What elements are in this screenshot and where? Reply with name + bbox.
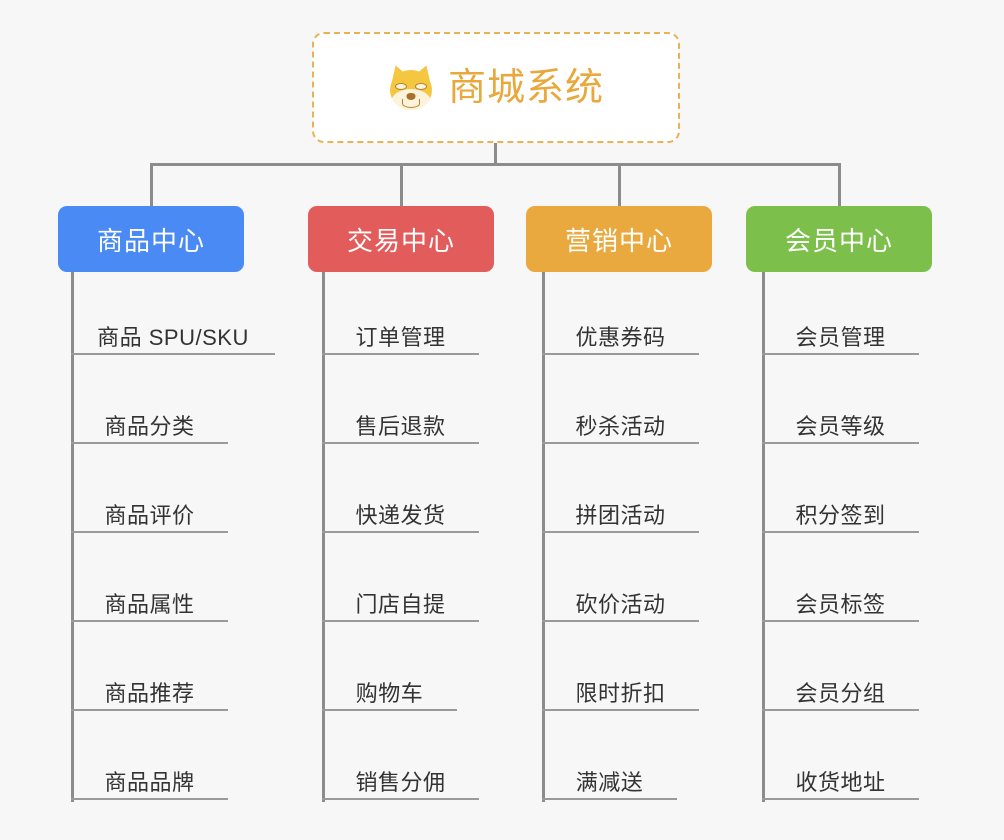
leaf-label-3-3: 拼团活动: [575, 502, 666, 528]
connector-drop-2: [400, 163, 403, 206]
leaf-label-3-1: 优惠券码: [575, 324, 666, 350]
leaf-label-4-1: 会员管理: [795, 324, 886, 350]
connector-drop-1: [150, 163, 153, 206]
connector-drop-4: [838, 163, 841, 206]
leaf-label-1-4: 商品属性: [104, 591, 195, 617]
leaf-label-3-2: 秒杀活动: [575, 413, 666, 439]
leaf-item-3-2[interactable]: 秒杀活动: [542, 392, 699, 444]
leaf-label-1-2: 商品分类: [104, 413, 195, 439]
category-header-label-3: 营销中心: [564, 225, 673, 256]
category-header-label-2: 交易中心: [346, 225, 455, 256]
category-header-1[interactable]: 商品中心: [58, 206, 244, 272]
leaf-item-3-3[interactable]: 拼团活动: [542, 481, 699, 533]
leaf-label-2-4: 门店自提: [355, 591, 446, 617]
category-header-label-4: 会员中心: [784, 225, 893, 256]
leaf-item-3-5[interactable]: 限时折扣: [542, 659, 699, 711]
leaf-label-3-5: 限时折扣: [575, 680, 666, 706]
leaf-item-3-4[interactable]: 砍价活动: [542, 570, 699, 622]
connector-drop-3: [618, 163, 621, 206]
leaf-item-4-1[interactable]: 会员管理: [762, 303, 919, 355]
leaf-item-1-2[interactable]: 商品分类: [71, 392, 228, 444]
leaf-item-2-1[interactable]: 订单管理: [322, 303, 479, 355]
leaf-item-4-6[interactable]: 收货地址: [762, 748, 919, 800]
leaf-label-1-5: 商品推荐: [104, 680, 195, 706]
leaf-item-2-5[interactable]: 购物车: [322, 659, 457, 711]
leaf-label-2-1: 订单管理: [355, 324, 446, 350]
root-node-商城系统[interactable]: 商城系统: [312, 32, 680, 143]
leaf-item-2-6[interactable]: 销售分佣: [322, 748, 479, 800]
category-header-3[interactable]: 营销中心: [526, 206, 712, 272]
leaf-item-2-4[interactable]: 门店自提: [322, 570, 479, 622]
leaf-label-2-3: 快递发货: [355, 502, 446, 528]
category-header-2[interactable]: 交易中心: [308, 206, 494, 272]
leaf-label-4-5: 会员分组: [795, 680, 886, 706]
leaf-label-3-6: 满减送: [575, 769, 644, 795]
leaf-item-1-1[interactable]: 商品 SPU/SKU: [71, 303, 275, 355]
leaf-item-4-4[interactable]: 会员标签: [762, 570, 919, 622]
category-header-label-1: 商品中心: [96, 225, 205, 256]
dog-face-icon: [387, 62, 435, 111]
category-header-4[interactable]: 会员中心: [746, 206, 932, 272]
leaf-item-3-1[interactable]: 优惠券码: [542, 303, 699, 355]
branch-spine-2: [322, 272, 325, 802]
leaf-item-1-4[interactable]: 商品属性: [71, 570, 228, 622]
leaf-item-4-3[interactable]: 积分签到: [762, 481, 919, 533]
leaf-item-1-6[interactable]: 商品品牌: [71, 748, 228, 800]
branch-spine-1: [71, 272, 74, 802]
leaf-item-4-5[interactable]: 会员分组: [762, 659, 919, 711]
leaf-label-4-6: 收货地址: [795, 769, 886, 795]
leaf-item-4-2[interactable]: 会员等级: [762, 392, 919, 444]
leaf-label-1-1: 商品 SPU/SKU: [97, 324, 249, 350]
leaf-label-1-3: 商品评价: [104, 502, 195, 528]
leaf-label-1-6: 商品品牌: [104, 769, 195, 795]
leaf-item-1-3[interactable]: 商品评价: [71, 481, 228, 533]
leaf-label-4-3: 积分签到: [795, 502, 886, 528]
connector-root-stem: [494, 143, 497, 165]
connector-bus-bar: [150, 163, 841, 166]
leaf-label-3-4: 砍价活动: [575, 591, 666, 617]
leaf-label-2-6: 销售分佣: [355, 769, 446, 795]
leaf-label-4-4: 会员标签: [795, 591, 886, 617]
leaf-item-3-6[interactable]: 满减送: [542, 748, 677, 800]
leaf-item-1-5[interactable]: 商品推荐: [71, 659, 228, 711]
branch-spine-4: [762, 272, 765, 802]
leaf-label-4-2: 会员等级: [795, 413, 886, 439]
leaf-label-2-5: 购物车: [355, 680, 424, 706]
leaf-item-2-2[interactable]: 售后退款: [322, 392, 479, 444]
branch-spine-3: [542, 272, 545, 802]
leaf-label-2-2: 售后退款: [355, 413, 446, 439]
leaf-item-2-3[interactable]: 快递发货: [322, 481, 479, 533]
root-title: 商城系统: [447, 66, 604, 109]
